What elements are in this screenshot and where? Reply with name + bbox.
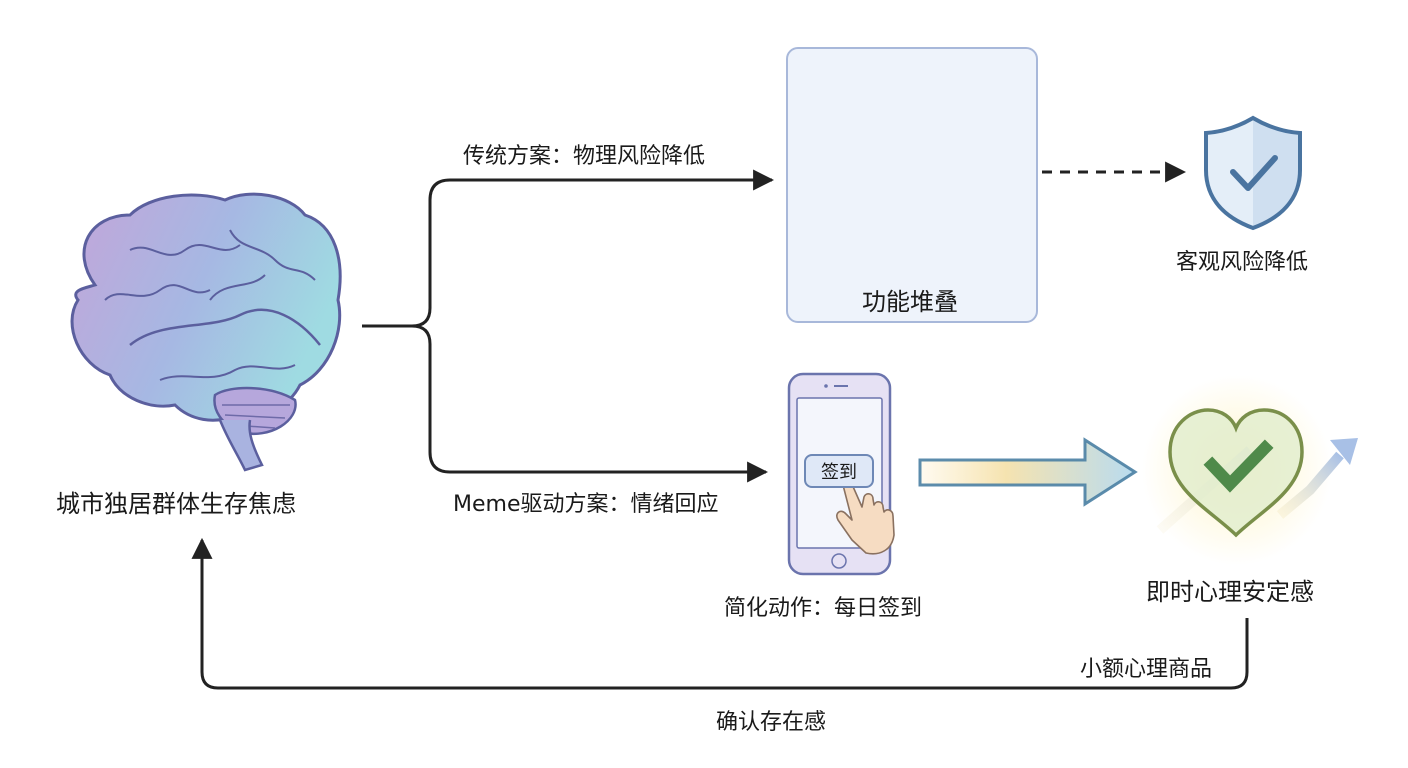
- brain-icon: [70, 192, 342, 472]
- big-flow-arrow: [918, 437, 1138, 507]
- micro-psych-product-label: 小额心理商品: [1080, 657, 1213, 682]
- psych-stability-label: 即时心理安定感: [1146, 578, 1314, 606]
- checkin-button-label: 签到: [821, 462, 857, 483]
- objective-risk-label: 客观风险降低: [1176, 250, 1309, 275]
- traditional-branch-label: 传统方案：物理风险降低: [463, 144, 706, 169]
- source-label: 城市独居群体生存焦虑: [56, 490, 296, 518]
- feature-stack-box: [786, 47, 1038, 323]
- checkin-button[interactable]: 签到: [804, 454, 874, 488]
- simplified-action-label: 简化动作：每日签到: [724, 596, 923, 621]
- branch-connector: [362, 169, 775, 483]
- heart-check-icon: [1142, 375, 1358, 565]
- feature-stack-label: 功能堆叠: [862, 288, 958, 316]
- tapping-hand-icon: [836, 477, 895, 555]
- feedback-loop-arrow: [191, 537, 1249, 690]
- confirm-existence-label: 确认存在感: [716, 710, 827, 735]
- meme-branch-label: Meme驱动方案：情绪回应: [453, 492, 719, 517]
- shield-check-icon: [1204, 115, 1302, 231]
